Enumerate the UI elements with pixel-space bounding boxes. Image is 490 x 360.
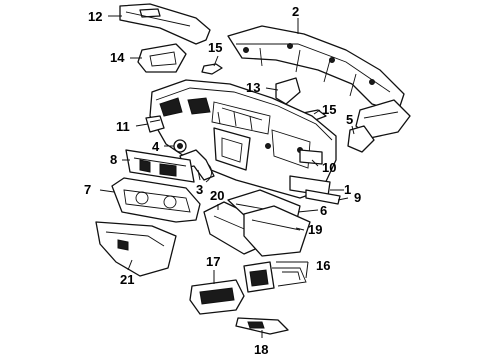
part-13-duct[interactable]: [275, 77, 301, 105]
callout-7: 7: [84, 182, 91, 197]
callout-21: 21: [120, 272, 134, 287]
callout-15-upper: 15: [208, 40, 222, 55]
callout-20: 20: [210, 188, 224, 203]
callout-16: 16: [316, 258, 330, 273]
part-8-cluster-housing[interactable]: [125, 149, 195, 183]
part-9-trim[interactable]: [305, 189, 341, 205]
callout-11: 11: [116, 119, 130, 134]
part-18-trim[interactable]: [235, 317, 289, 335]
part-12-upper-pad[interactable]: [119, 3, 211, 45]
callout-15-lower: 15: [322, 102, 336, 117]
callout-14: 14: [110, 50, 125, 65]
callout-1: 1: [344, 182, 351, 197]
part-19-glove-box-liner[interactable]: [243, 205, 311, 257]
callout-12: 12: [88, 9, 102, 24]
callout-5: 5: [346, 112, 353, 127]
part-11-bracket[interactable]: [145, 115, 165, 133]
part-15-clip-upper[interactable]: [201, 63, 223, 75]
callout-3: 3: [196, 182, 203, 197]
callout-19: 19: [308, 222, 322, 237]
part-10-trim[interactable]: [299, 149, 323, 165]
part-21-lower-panel[interactable]: [95, 221, 177, 277]
part-7-cluster-bezel[interactable]: [111, 177, 201, 223]
part-16-bezel[interactable]: [243, 261, 307, 293]
part-4-knob[interactable]: [173, 139, 187, 153]
callout-8: 8: [110, 152, 117, 167]
leader-lines: [99, 15, 355, 338]
part-2-frame-assembly[interactable]: [227, 25, 411, 139]
part-1-instrument-panel[interactable]: [149, 79, 337, 199]
callout-9: 9: [354, 190, 361, 205]
callout-13: 13: [246, 80, 260, 95]
callout-6: 6: [320, 203, 327, 218]
callout-10: 10: [322, 160, 336, 175]
part-5-bracket[interactable]: [347, 125, 375, 153]
callout-17: 17: [206, 254, 220, 269]
callout-2: 2: [292, 4, 299, 19]
callout-18: 18: [254, 342, 268, 357]
callout-4: 4: [152, 139, 160, 154]
part-14-bezel[interactable]: [137, 43, 187, 73]
callout-labels: 12 14 15 2 13 15 5 11 4 3 10 8 1 9 6 7 2…: [84, 4, 361, 357]
part-17-receptacle[interactable]: [189, 279, 245, 315]
